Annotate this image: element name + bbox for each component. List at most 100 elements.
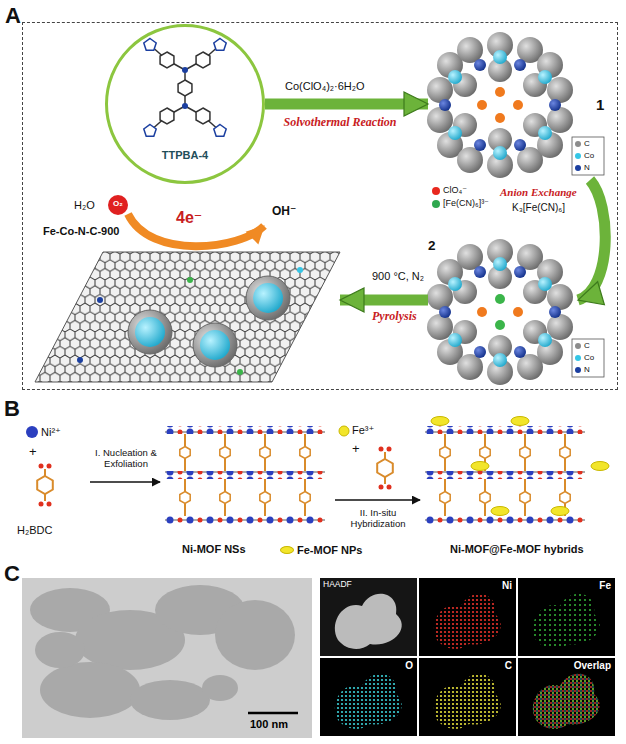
eds-map: Overlap bbox=[518, 658, 615, 736]
panel-letter: A bbox=[5, 3, 21, 28]
legend-swatch bbox=[432, 187, 440, 195]
legend-swatch bbox=[575, 343, 581, 349]
reactant-symbols bbox=[339, 426, 349, 436]
ligand-molecule bbox=[144, 125, 156, 137]
crystal-model bbox=[477, 100, 487, 110]
legend-item: Fe-MOF NPs bbox=[280, 544, 362, 556]
step-label: Anion Exchange bbox=[500, 186, 577, 199]
legend-text: N bbox=[584, 366, 590, 375]
species-label: OH⁻ bbox=[272, 205, 296, 219]
tem-micrograph bbox=[22, 578, 312, 738]
mof-layers bbox=[551, 507, 569, 516]
eds-maps bbox=[518, 578, 615, 656]
crystal-model bbox=[427, 239, 573, 385]
panel-letter: B bbox=[4, 396, 20, 421]
carbon-sheet bbox=[35, 252, 340, 382]
map-label: Fe bbox=[599, 580, 611, 592]
eds-maps bbox=[320, 578, 615, 736]
tem-micrograph bbox=[30, 585, 295, 720]
step-label: I. Nucleation & Exfoliation bbox=[92, 448, 160, 470]
crystal-model bbox=[495, 320, 505, 330]
tem-image: 100 nm bbox=[22, 578, 312, 738]
mof-layers bbox=[491, 507, 509, 516]
legend-swatch bbox=[575, 141, 581, 147]
crystal-model bbox=[495, 113, 505, 123]
legend-text: Co bbox=[584, 152, 594, 161]
process-arrow bbox=[265, 99, 428, 110]
reactant-symbols bbox=[37, 464, 53, 507]
tem-micrograph bbox=[35, 632, 85, 668]
legend-item: C bbox=[575, 342, 590, 351]
tem-micrograph bbox=[248, 712, 298, 715]
electron-count: 4e⁻ bbox=[176, 209, 202, 227]
reactant-symbols bbox=[377, 447, 393, 490]
eds-maps bbox=[320, 658, 417, 736]
tem-micrograph bbox=[130, 680, 210, 720]
carbon-sheet bbox=[237, 369, 243, 375]
ligand-molecule bbox=[214, 125, 226, 137]
crystal-model bbox=[513, 307, 523, 317]
legend-text: Co bbox=[584, 354, 594, 363]
legend-text: ClO₄⁻ bbox=[443, 186, 467, 196]
reagent: K₃[Fe(CN)₆] bbox=[512, 202, 565, 214]
tem-micrograph bbox=[22, 578, 312, 738]
crystal-model bbox=[495, 294, 505, 304]
ligand-molecule bbox=[178, 80, 192, 96]
reagent: Co(ClO₄)₂·6H₂O bbox=[285, 80, 365, 93]
crystal-structure: 1 bbox=[428, 30, 608, 180]
carbon-sheet bbox=[35, 252, 340, 382]
ion-label: Fe³⁺ bbox=[352, 424, 374, 437]
legend-item: [Fe(CN)₆]³⁻ bbox=[432, 199, 489, 209]
reactant-symbols bbox=[26, 426, 38, 438]
map-label: O bbox=[405, 660, 413, 672]
crystal-model bbox=[427, 32, 573, 178]
tem-micrograph bbox=[202, 675, 238, 701]
reactants: Ni²⁺H₂BDC bbox=[15, 420, 90, 545]
crystal-model bbox=[477, 307, 487, 317]
eds-maps bbox=[335, 674, 402, 729]
eds-maps bbox=[434, 674, 501, 729]
process-arrow bbox=[340, 295, 428, 306]
legend-swatch bbox=[432, 200, 440, 208]
eds-map: HAADF bbox=[320, 578, 417, 656]
crystal-model bbox=[513, 100, 523, 110]
ligand-molecule bbox=[144, 39, 226, 137]
step-label: Solvothermal Reaction bbox=[275, 116, 405, 130]
eds-map: Fe bbox=[518, 578, 615, 656]
mof-layers bbox=[425, 426, 585, 524]
legend-text: Fe-MOF NPs bbox=[297, 544, 362, 556]
orr-arrow bbox=[108, 195, 128, 215]
legend-item: ClO₄⁻ bbox=[432, 186, 467, 196]
compound-name: TTPBA-4 bbox=[108, 149, 262, 162]
legend-item: C bbox=[575, 140, 590, 149]
carbon-sheet bbox=[200, 330, 230, 360]
carbon-sheet bbox=[97, 297, 103, 303]
scale-bar-label: 100 nm bbox=[250, 718, 288, 731]
tem-micrograph bbox=[215, 600, 295, 670]
legend-swatch bbox=[575, 153, 581, 159]
ligand-circle: TTPBA-4 bbox=[105, 24, 265, 184]
carbon-sheet bbox=[35, 252, 340, 382]
legend-text: C bbox=[584, 140, 590, 149]
crystal-model bbox=[495, 87, 505, 97]
legend-item: N bbox=[575, 164, 590, 173]
legend-item: N bbox=[575, 366, 590, 375]
carbon-sheet bbox=[297, 267, 303, 273]
ligand-molecule bbox=[160, 52, 174, 68]
tem-micrograph bbox=[40, 662, 140, 718]
carbon-sheet bbox=[128, 310, 172, 354]
legend-swatch bbox=[280, 546, 294, 554]
eds-maps bbox=[533, 674, 600, 729]
eds-map: O bbox=[320, 658, 417, 736]
hybrid-structure: Ni-MOF@Fe-MOF hybrids bbox=[420, 415, 616, 560]
crystal-model bbox=[427, 32, 604, 178]
process-arrow bbox=[335, 499, 420, 501]
eds-map: Ni bbox=[419, 578, 516, 656]
carbon-sheet bbox=[135, 317, 165, 347]
crystal-model bbox=[572, 137, 604, 175]
legend-text: N bbox=[584, 164, 590, 173]
ion-label: Ni²⁺ bbox=[41, 426, 61, 439]
ligand-molecule bbox=[182, 67, 188, 73]
eds-maps bbox=[518, 658, 615, 736]
